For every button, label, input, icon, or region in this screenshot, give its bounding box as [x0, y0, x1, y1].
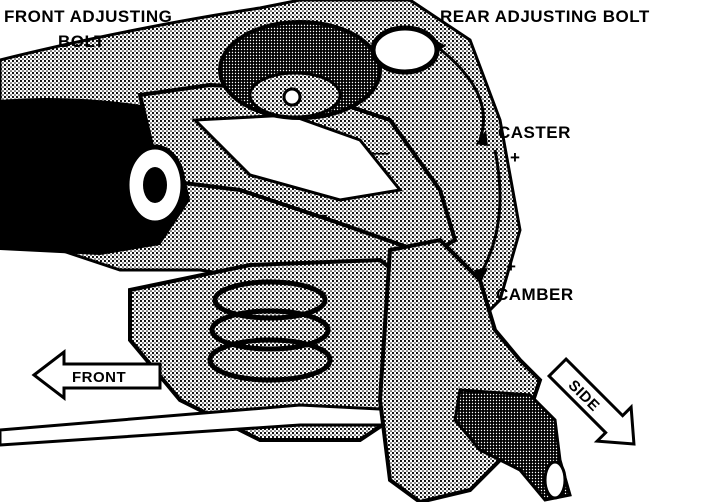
coil-spring — [207, 279, 333, 383]
front-arrow-label: FRONT — [72, 369, 126, 386]
caster-arc-head-bottom — [476, 130, 488, 146]
camber-label: CAMBER — [496, 285, 574, 304]
front-bolt-head — [143, 167, 167, 203]
rear-bolt-boss — [370, 25, 440, 75]
spindle-end — [543, 460, 567, 500]
front-bolt-label-line1: FRONT ADJUSTING — [4, 7, 172, 26]
minus-upper: — — [372, 143, 390, 162]
camber-arc — [478, 149, 502, 276]
front-bolt-label-line2: BOLT — [58, 32, 105, 51]
camber-arc-head — [474, 268, 488, 284]
rear-bolt-label: REAR ADJUSTING BOLT — [440, 7, 650, 26]
camber-sign: + — [506, 257, 516, 276]
front-arrow: FRONT — [31, 348, 162, 402]
caster-arc — [434, 43, 485, 141]
caster-label: CASTER — [498, 123, 571, 142]
caster-sign: + — [510, 148, 520, 167]
minus-lower: — — [310, 205, 328, 224]
caster-arc-head-top — [432, 38, 446, 52]
upper-mount-bolt — [282, 87, 302, 107]
